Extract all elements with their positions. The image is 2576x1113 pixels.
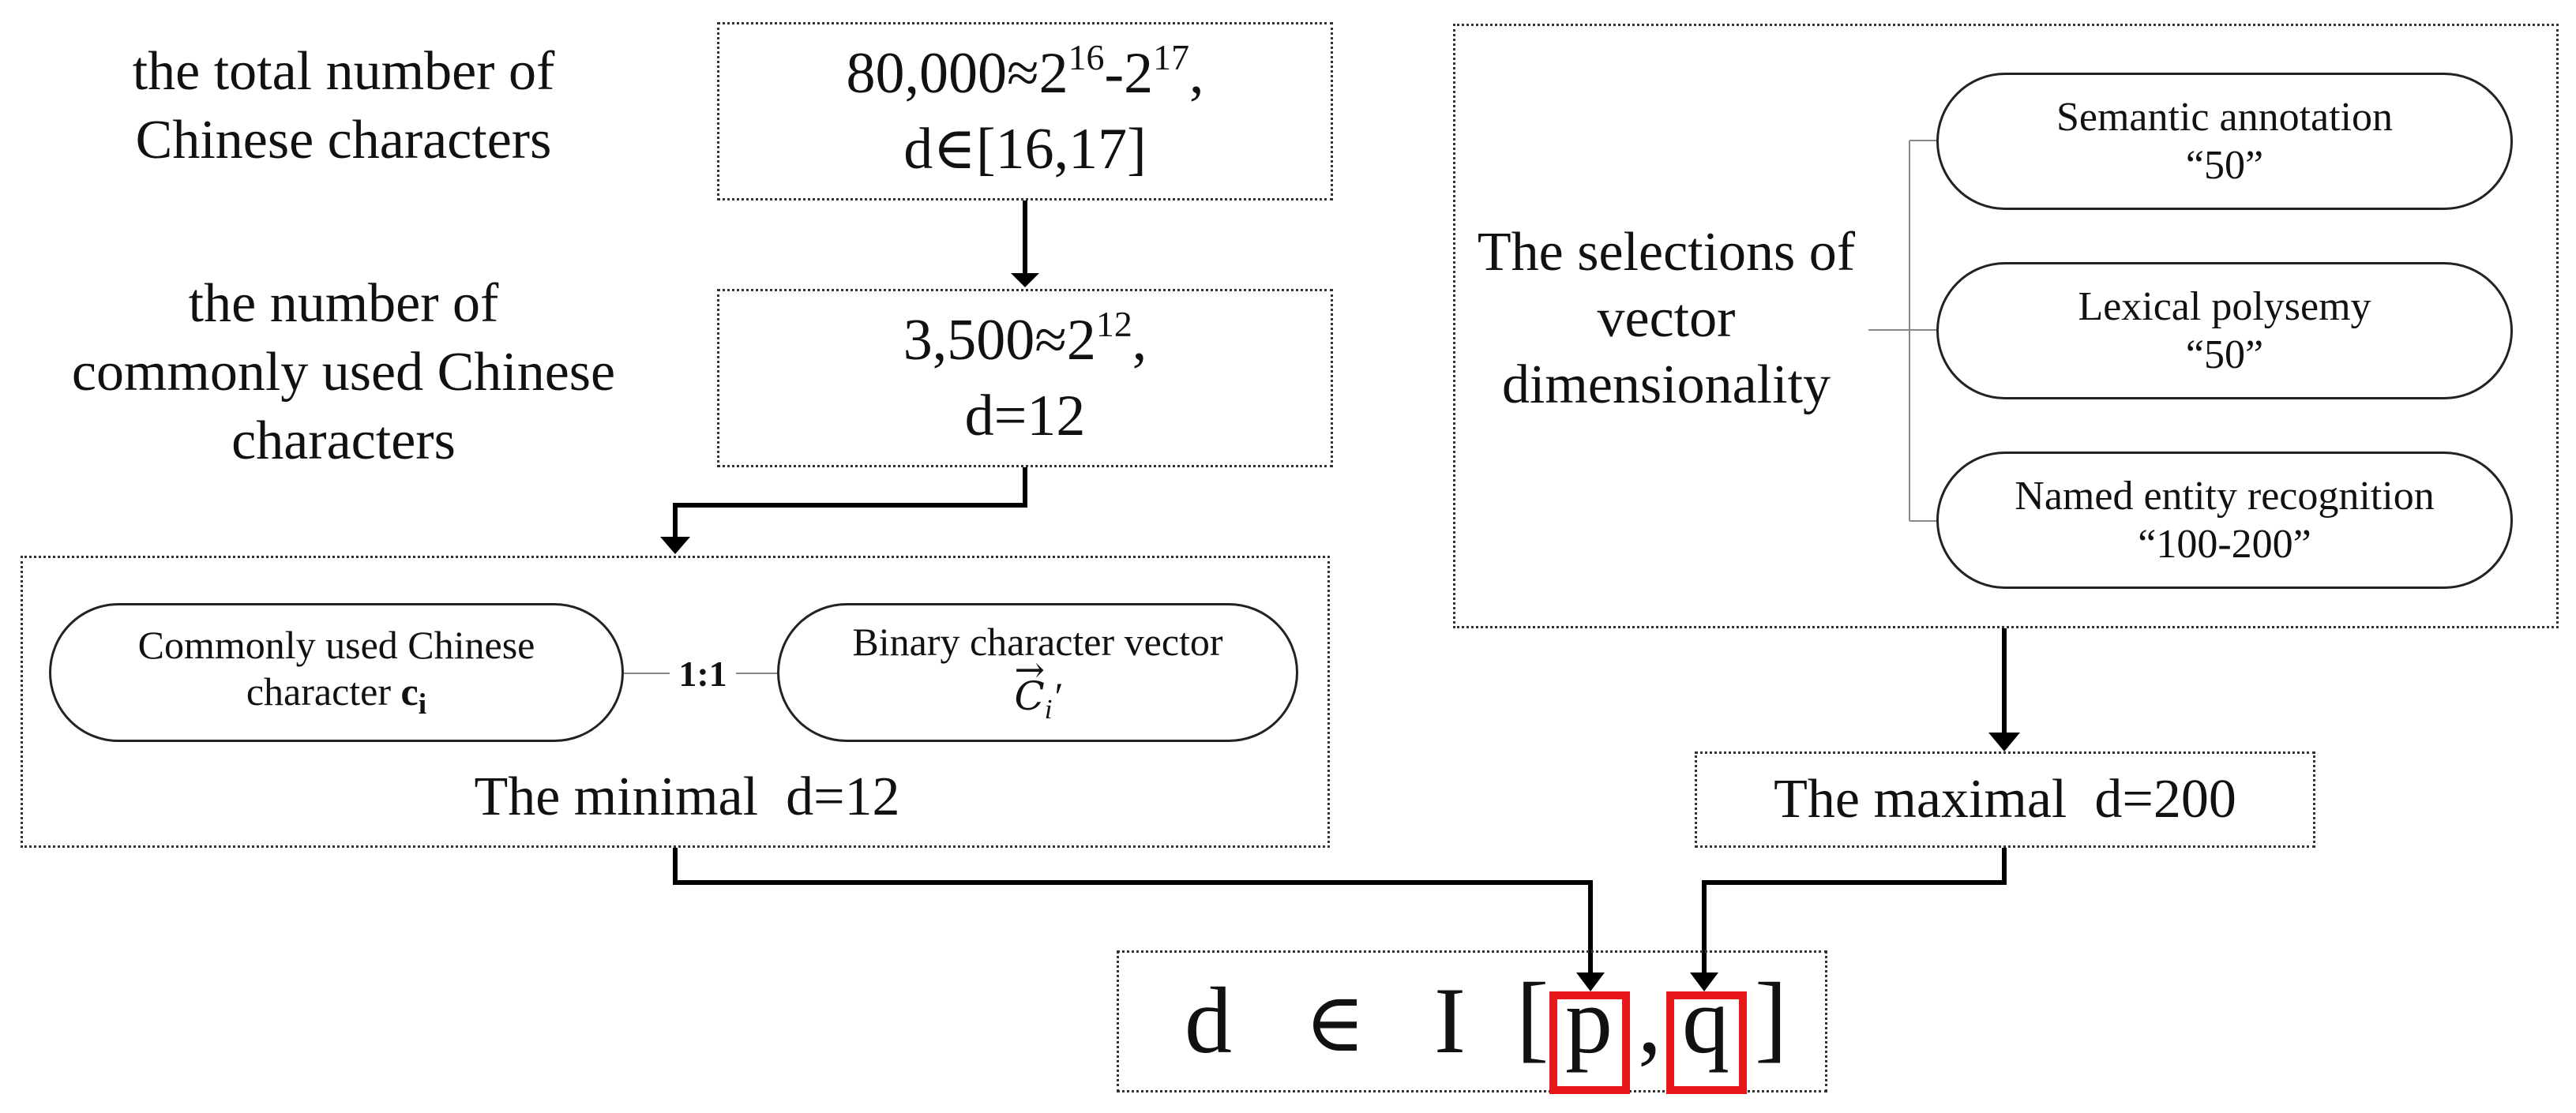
selection-panel: [1453, 24, 2559, 628]
total-formula-line1: 80,000≈216-217,: [846, 37, 1204, 106]
arrowhead-p: [1576, 972, 1605, 991]
arrow-mid-to-minimal: [673, 467, 1027, 542]
label-common-characters: the number of commonly used Chinese char…: [71, 270, 616, 483]
formula-box: [1117, 950, 1827, 1092]
label-total-text: the total number of Chinese characters: [132, 41, 555, 171]
arrowhead-maximal: [1988, 733, 2020, 751]
selection-panel-label: The selections of vector dimensionality: [1477, 222, 1856, 415]
formula-q: q: [1682, 968, 1729, 1073]
label-total-characters: the total number of Chinese characters: [71, 38, 616, 185]
arrowhead-minimal: [660, 537, 690, 554]
ratio-label: 1:1: [670, 652, 736, 695]
option-lexical-polysemy: Lexical polysemy “50”: [1936, 262, 2513, 399]
common-formula-line2: d=12: [964, 384, 1086, 448]
formula-d: d: [1185, 968, 1232, 1073]
arrow-minimal-to-p: [673, 848, 1593, 977]
formula-q-highlight: [1666, 991, 1747, 1094]
formula-open-bracket: [: [1516, 963, 1549, 1071]
formula-close-bracket: ]: [1755, 963, 1788, 1071]
formula-p-highlight: [1549, 991, 1630, 1094]
option-semantic-annotation: Semantic annotation “50”: [1936, 73, 2513, 210]
total-characters-box: 80,000≈216-217, d∈[16,17]: [717, 22, 1333, 200]
formula-element-of: ∈: [1305, 978, 1365, 1069]
minimal-box: [21, 556, 1330, 848]
formula-interval-I: I: [1434, 968, 1466, 1073]
total-formula-line2: d∈[16,17]: [903, 117, 1147, 182]
pill-common-character: Commonly used Chinese character ci: [49, 603, 624, 742]
arrowhead-q: [1690, 972, 1718, 991]
common-formula-line1: 3,500≈212,: [903, 304, 1147, 373]
arrow-maximal-to-q: [1702, 848, 2007, 977]
option-named-entity-recognition: Named entity recognition “100-200”: [1936, 452, 2513, 589]
common-characters-box: 3,500≈212, d=12: [717, 289, 1333, 467]
maximal-box: The maximal d=200: [1695, 751, 2315, 848]
minimal-caption: The minimal d=12: [474, 766, 900, 827]
vector-symbol: →Ci′: [1014, 648, 1061, 725]
arrowhead-mid: [1011, 273, 1039, 287]
pill-binary-vector: Binary character vector →Ci′: [777, 603, 1298, 742]
label-common-text: the number of commonly used Chinese char…: [71, 273, 616, 471]
vector-arrow-icon: →: [1014, 648, 1046, 691]
formula-comma: ,: [1638, 968, 1662, 1073]
formula-p: p: [1565, 968, 1613, 1073]
